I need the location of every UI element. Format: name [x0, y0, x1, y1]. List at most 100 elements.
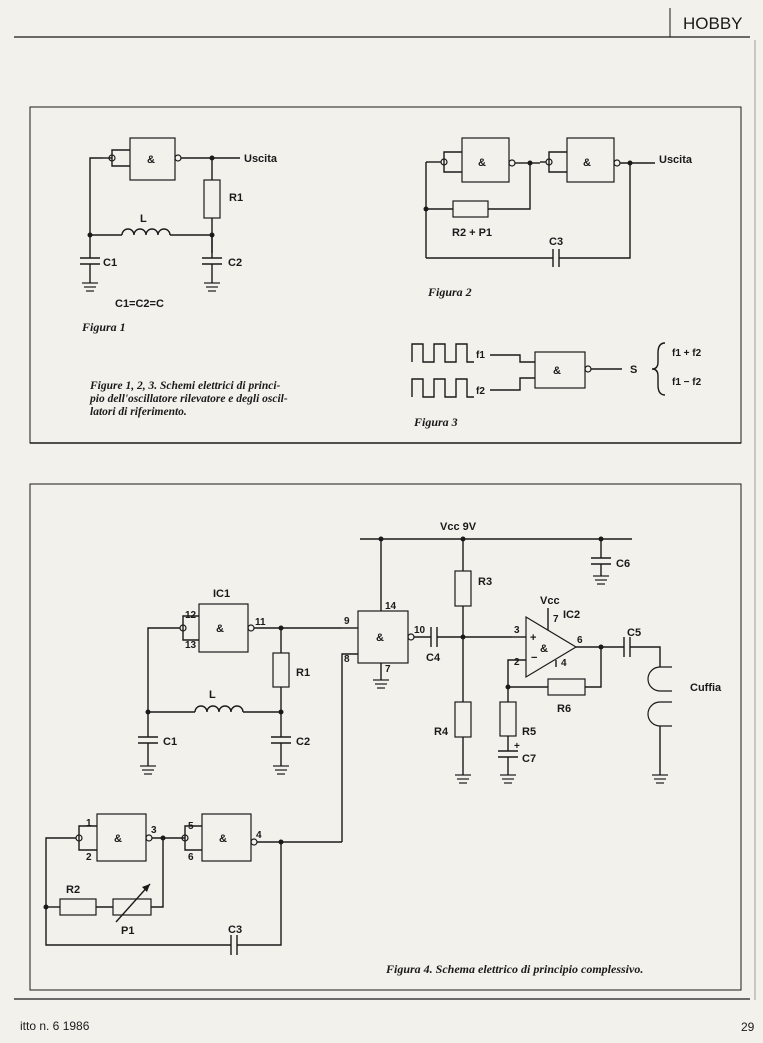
ground-symbol — [652, 774, 668, 784]
r6-label: R6 — [557, 703, 571, 715]
gate-symbol: & — [114, 833, 122, 845]
r2-p1-label: R2 + P1 — [452, 227, 492, 239]
figure-4-caption: Figura 4. Schema elettrico di principio … — [385, 962, 643, 976]
c2-label: C2 — [228, 257, 242, 269]
resistor-r4 — [454, 701, 472, 738]
issue-label: itto n. 6 1986 — [20, 1019, 90, 1033]
headphone-earpiece — [647, 701, 672, 727]
pin-13: 13 — [185, 640, 197, 651]
c3-label: C3 — [228, 924, 242, 936]
equation-label: C1=C2=C — [115, 298, 164, 310]
sum-label: f1 + f2 — [672, 348, 702, 359]
pin-8: 8 — [344, 654, 350, 665]
inductor-l — [194, 705, 244, 713]
figure-3-schematic: f1 f2 & S f1 + f2 f1 − f2 Figura 3 — [411, 342, 702, 429]
pin-3: 3 — [151, 825, 157, 836]
r3-label: R3 — [478, 576, 492, 588]
c3-label: C3 — [549, 236, 563, 248]
f1-label: f1 — [476, 350, 485, 361]
square-wave-f1 — [411, 343, 474, 363]
pin-7: 7 — [385, 664, 391, 675]
figure-2-title: Figura 2 — [427, 285, 472, 299]
output-label: Uscita — [244, 153, 278, 165]
gate-symbol: & — [478, 157, 486, 169]
caption-line-2: pio dell'oscillatore rilevatore e degli … — [89, 393, 288, 405]
c2-label: C2 — [296, 736, 310, 748]
gate-symbol: & — [147, 154, 155, 166]
footer: itto n. 6 1986 29 — [14, 998, 755, 1034]
r1-label: R1 — [229, 192, 243, 204]
opamp-pin-7: 7 — [553, 614, 559, 625]
opamp-pin-6: 6 — [577, 635, 583, 646]
nand-gate — [566, 137, 615, 183]
pin-14: 14 — [385, 601, 397, 612]
ground-symbol — [455, 774, 471, 784]
op-amp-ic2 — [525, 615, 578, 679]
ground-symbol — [140, 765, 156, 775]
headphones-label: Cuffia — [690, 682, 722, 694]
l-label: L — [140, 213, 147, 225]
header: HOBBY — [14, 8, 756, 1000]
r5-label: R5 — [522, 726, 536, 738]
pin-1: 1 — [86, 818, 92, 829]
opamp-pin-3: 3 — [514, 625, 520, 636]
resistor-r2-p1 — [452, 200, 489, 218]
pin-12: 12 — [185, 610, 197, 621]
nand-gate — [461, 137, 510, 183]
ground-symbol — [593, 575, 609, 585]
minus-sign: − — [531, 652, 537, 664]
pin-4: 4 — [256, 830, 262, 841]
vcc-rail-label: Vcc 9V — [440, 521, 477, 533]
ground-symbol — [273, 765, 289, 775]
page-number: 29 — [741, 1020, 755, 1034]
caption-line-1: Figure 1, 2, 3. Schemi elettrici di prin… — [89, 380, 281, 392]
square-wave-f2 — [411, 378, 474, 398]
potentiometer-p1 — [112, 898, 152, 916]
c1-label: C1 — [163, 736, 177, 748]
output-label: Uscita — [659, 154, 693, 166]
c1-label: C1 — [103, 257, 117, 269]
pin-9: 9 — [344, 616, 350, 627]
gate-symbol: & — [540, 643, 548, 655]
caption-figures-1-3: Figure 1, 2, 3. Schemi elettrici di prin… — [89, 380, 288, 418]
c6-label: C6 — [616, 558, 630, 570]
top-figure-panel — [29, 106, 742, 444]
c7-plus-sign: + — [514, 741, 520, 752]
r1-label: R1 — [296, 667, 310, 679]
f2-label: f2 — [476, 386, 485, 397]
resistor-r1 — [203, 179, 221, 219]
diff-label: f1 − f2 — [672, 377, 702, 388]
figure-2-schematic: & & Uscita R2 + P1 C3 Figura 2 — [423, 137, 693, 299]
figure-1-title: Figura 1 — [81, 320, 126, 334]
r2-label: R2 — [66, 884, 80, 896]
r4-label: R4 — [434, 726, 449, 738]
opamp-pin-2: 2 — [514, 657, 520, 668]
l-label: L — [209, 689, 216, 701]
gate-symbol: & — [219, 833, 227, 845]
inductor-l — [121, 228, 171, 236]
vcc-label: Vcc — [540, 595, 560, 607]
plus-sign: + — [530, 632, 536, 644]
caption-line-3: latori di riferimento. — [90, 406, 187, 418]
figure-4-schematic: Vcc 9V C6 & IC1 12 13 11 R1 L — [43, 521, 722, 976]
opamp-pin-4: 4 — [561, 658, 567, 669]
ground-symbol — [500, 774, 516, 784]
figure-3-title: Figura 3 — [413, 415, 458, 429]
figure-1-schematic: & Uscita R1 L C1 C2 — [80, 137, 278, 334]
bottom-figure-panel — [29, 483, 742, 991]
resistor-r6 — [547, 678, 586, 696]
ic1-label: IC1 — [213, 588, 230, 600]
pin-6: 6 — [188, 852, 194, 863]
ground-symbol — [373, 679, 389, 689]
c4-label: C4 — [426, 652, 441, 664]
gate-symbol: & — [216, 623, 224, 635]
headphone-earpiece — [647, 666, 672, 692]
ic2-label: IC2 — [563, 609, 580, 621]
section-label: HOBBY — [683, 14, 743, 33]
pin-5: 5 — [188, 821, 194, 832]
brace — [651, 342, 666, 396]
resistor-r3 — [454, 570, 472, 607]
output-s-label: S — [630, 364, 637, 376]
ground-symbol — [82, 282, 98, 292]
